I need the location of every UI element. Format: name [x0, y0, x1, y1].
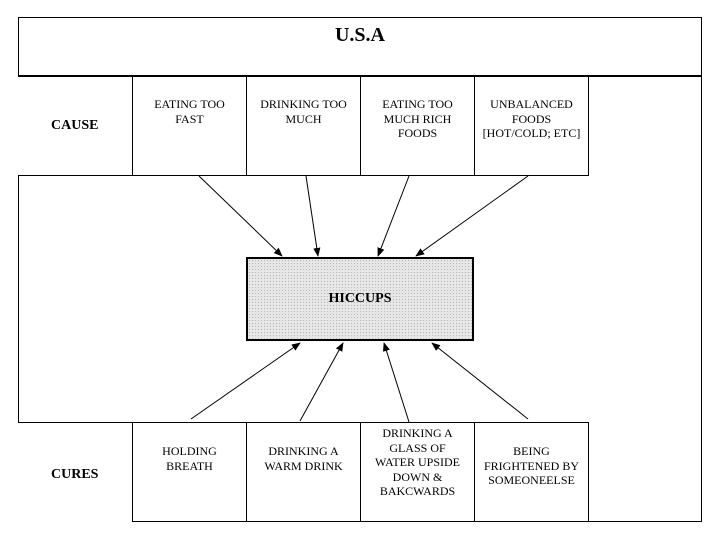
cure-item-text: DRINKING A GLASS OF WATER UPSIDE DOWN & … [374, 426, 460, 498]
cures-label: CURES [51, 467, 99, 482]
cause-arrow [377, 175, 410, 257]
cure-arrow [299, 342, 344, 422]
cure-item-text: BEING FRIGHTENED BY SOMEONEELSE [484, 444, 579, 487]
cause-item-text: EATING TOO FAST [154, 97, 225, 126]
cause-arrow [305, 175, 321, 257]
cause-arrow [198, 175, 283, 257]
cure-arrow [431, 342, 529, 420]
cure-arrow [190, 342, 301, 420]
hiccups-label: HICCUPS [328, 291, 392, 306]
cause-item: UNBALANCED FOODS [HOT/COLD; ETC] [474, 76, 589, 176]
hiccups-box: HICCUPS [246, 257, 474, 341]
cause-arrow [415, 175, 529, 257]
cures-label-cell [18, 422, 133, 522]
diagram-title: U.S.A [334, 23, 385, 46]
cure-item: BEING FRIGHTENED BY SOMEONEELSE [474, 422, 589, 522]
cause-item-text: DRINKING TOO MUCH [260, 97, 347, 126]
cure-item-text: DRINKING A WARM DRINK [264, 444, 343, 473]
cause-item-text: EATING TOO MUCH RICH FOODS [382, 97, 453, 140]
cure-item: HOLDING BREATH [132, 422, 247, 522]
cure-item-text: HOLDING BREATH [162, 444, 217, 473]
cure-item: DRINKING A GLASS OF WATER UPSIDE DOWN & … [360, 422, 475, 522]
cause-label-cell [18, 76, 133, 176]
cause-item: EATING TOO MUCH RICH FOODS [360, 76, 475, 176]
cause-label: CAUSE [51, 118, 99, 133]
cause-item-text: UNBALANCED FOODS [HOT/COLD; ETC] [482, 97, 581, 140]
cure-arrow [383, 342, 410, 423]
